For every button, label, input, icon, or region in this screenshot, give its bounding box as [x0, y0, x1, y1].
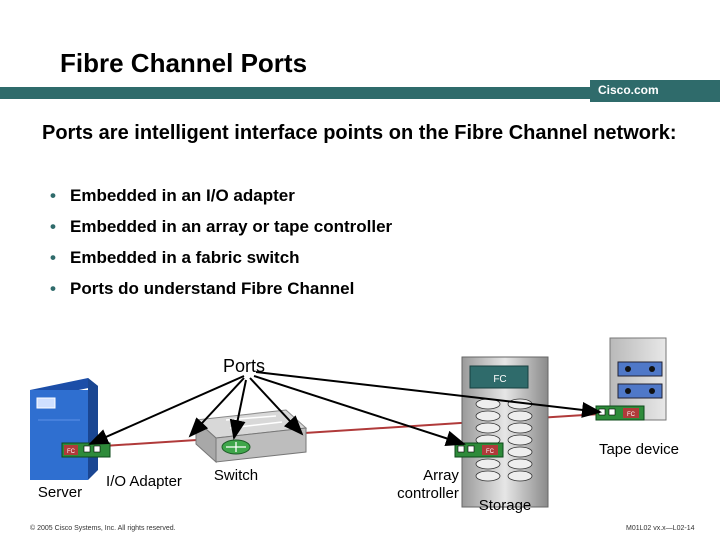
title-bar: [0, 87, 720, 99]
bullet-item: • Embedded in an array or tape controller: [50, 217, 392, 237]
bullet-dot-icon: •: [50, 248, 56, 267]
storage-array-icon: FC FC: [454, 356, 549, 508]
array-label: Array: [423, 467, 459, 484]
server-label: Server: [38, 484, 82, 501]
fc-tag-tape: FC: [627, 412, 636, 418]
footer-code: M01L02 vx.x—L02-14: [626, 525, 695, 532]
port-arrow-array: [253, 375, 466, 447]
bullet-text: Embedded in a fabric switch: [70, 248, 300, 267]
fc-tag-storage: FC: [493, 374, 506, 385]
bullet-dot-icon: •: [50, 217, 56, 236]
io-adapter-card-icon: FC: [61, 442, 111, 458]
switch-label: Switch: [214, 467, 258, 484]
bullet-text: Ports do understand Fibre Channel: [70, 279, 355, 298]
tape-device-icon: FC: [595, 337, 667, 421]
ports-label: Ports: [223, 356, 265, 376]
storage-label: Storage: [479, 497, 532, 514]
port-arrow-switch-right: [249, 377, 304, 436]
bullet-text: Embedded in an I/O adapter: [70, 186, 295, 205]
bullet-dot-icon: •: [50, 279, 56, 298]
bullet-item: • Embedded in a fabric switch: [50, 248, 300, 268]
bullet-item: • Embedded in an I/O adapter: [50, 186, 295, 206]
port-arrow-adapter: [88, 375, 245, 445]
footer-copyright: © 2005 Cisco Systems, Inc. All rights re…: [30, 525, 176, 532]
tape-device-label: Tape device: [599, 441, 679, 458]
intro-text: Ports are intelligent interface points o…: [42, 122, 677, 144]
port-arrow-tape: [255, 371, 602, 418]
server-icon: [30, 378, 98, 480]
brand-label: Cisco.com: [598, 83, 659, 97]
io-adapter-label: I/O Adapter: [106, 473, 182, 490]
slide-title: Fibre Channel Ports: [60, 48, 308, 78]
bullet-dot-icon: •: [50, 186, 56, 205]
fabric-switch-icon: [194, 409, 308, 464]
bullet-item: • Ports do understand Fibre Channel: [50, 279, 354, 299]
port-arrow-switch-center: [229, 379, 247, 440]
fc-tag-array: FC: [486, 449, 495, 455]
fc-tag-adapter: FC: [67, 449, 76, 455]
port-arrow-switch-left: [188, 377, 245, 438]
controller-label: controller: [397, 485, 459, 502]
bullet-text: Embedded in an array or tape controller: [70, 217, 393, 236]
